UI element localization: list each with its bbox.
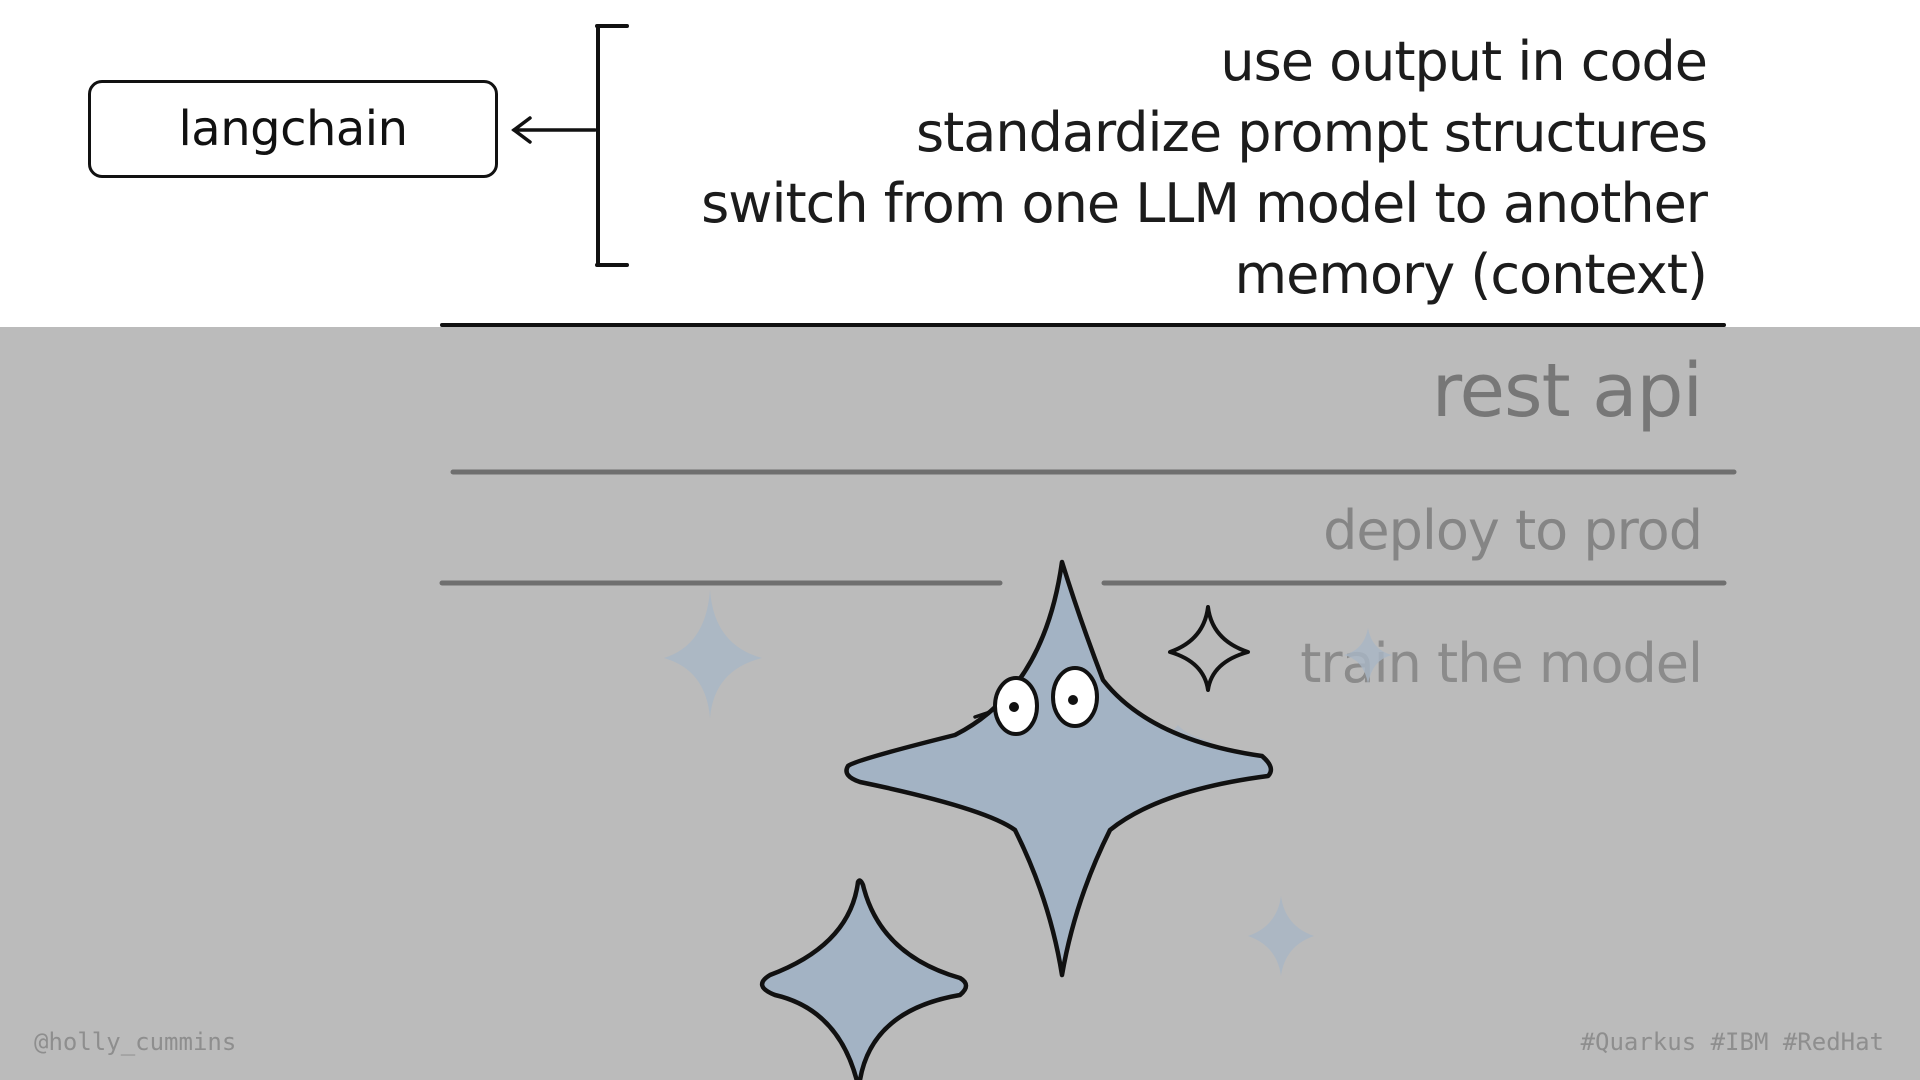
faint-sparkle-icon	[1248, 896, 1314, 976]
feature-list: use output in code standardize prompt st…	[701, 26, 1708, 310]
arrow-left-icon	[511, 116, 597, 144]
langchain-label: langchain	[178, 101, 408, 157]
small-sparkle-icon	[1168, 605, 1250, 692]
deploy-to-prod-label: deploy to prod	[1323, 499, 1703, 562]
pupil-icon	[1009, 702, 1019, 712]
hashtags: #Quarkus #IBM #RedHat	[1580, 1028, 1884, 1056]
author-handle: @holly_cummins	[34, 1028, 237, 1056]
bracket-icon	[595, 24, 629, 267]
eyebrow-line	[973, 710, 992, 719]
faint-sparkle-icon	[1344, 628, 1392, 684]
lower-sparkle-icon	[760, 878, 969, 1080]
rest-api-label: rest api	[1431, 348, 1703, 434]
feature-item: memory (context)	[1234, 243, 1708, 306]
dimmed-lower-area	[0, 327, 1920, 1080]
langchain-box: langchain	[88, 80, 498, 178]
faint-sparkle-icon	[664, 590, 762, 718]
feature-item: standardize prompt structures	[916, 101, 1708, 164]
feature-item: switch from one LLM model to another	[701, 172, 1708, 235]
feature-item: use output in code	[1220, 30, 1708, 93]
pupil-icon	[1068, 695, 1078, 705]
sparkle-character-icon	[844, 559, 1274, 978]
